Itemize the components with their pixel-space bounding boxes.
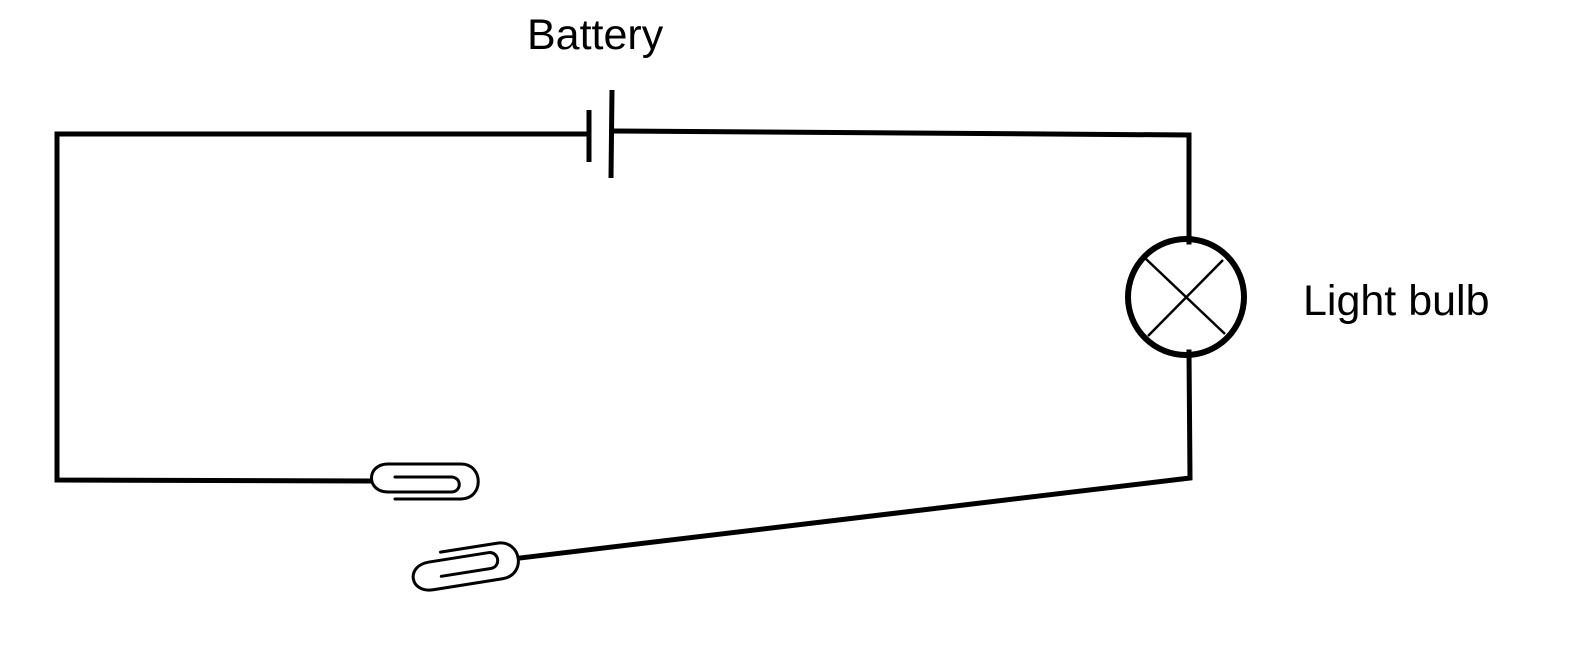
paperclip-lower-outer [411,541,520,592]
bulb-circle [1125,236,1247,358]
battery-symbol [586,89,615,179]
paperclip-upper-outer [370,462,480,501]
battery-label: Battery [527,11,664,59]
wire-right-lower [517,349,1193,561]
wire-top-right [609,128,1192,245]
wires [54,128,1193,561]
battery-long-plate [608,89,615,179]
light-bulb-label: Light bulb [1303,277,1490,325]
bulb-cross-line-2 [1147,259,1224,337]
wire-top-left [54,131,591,484]
paperclip-icon[interactable] [410,540,521,592]
paperclip-icon[interactable] [370,462,480,501]
light-bulb-symbol [1125,236,1247,358]
